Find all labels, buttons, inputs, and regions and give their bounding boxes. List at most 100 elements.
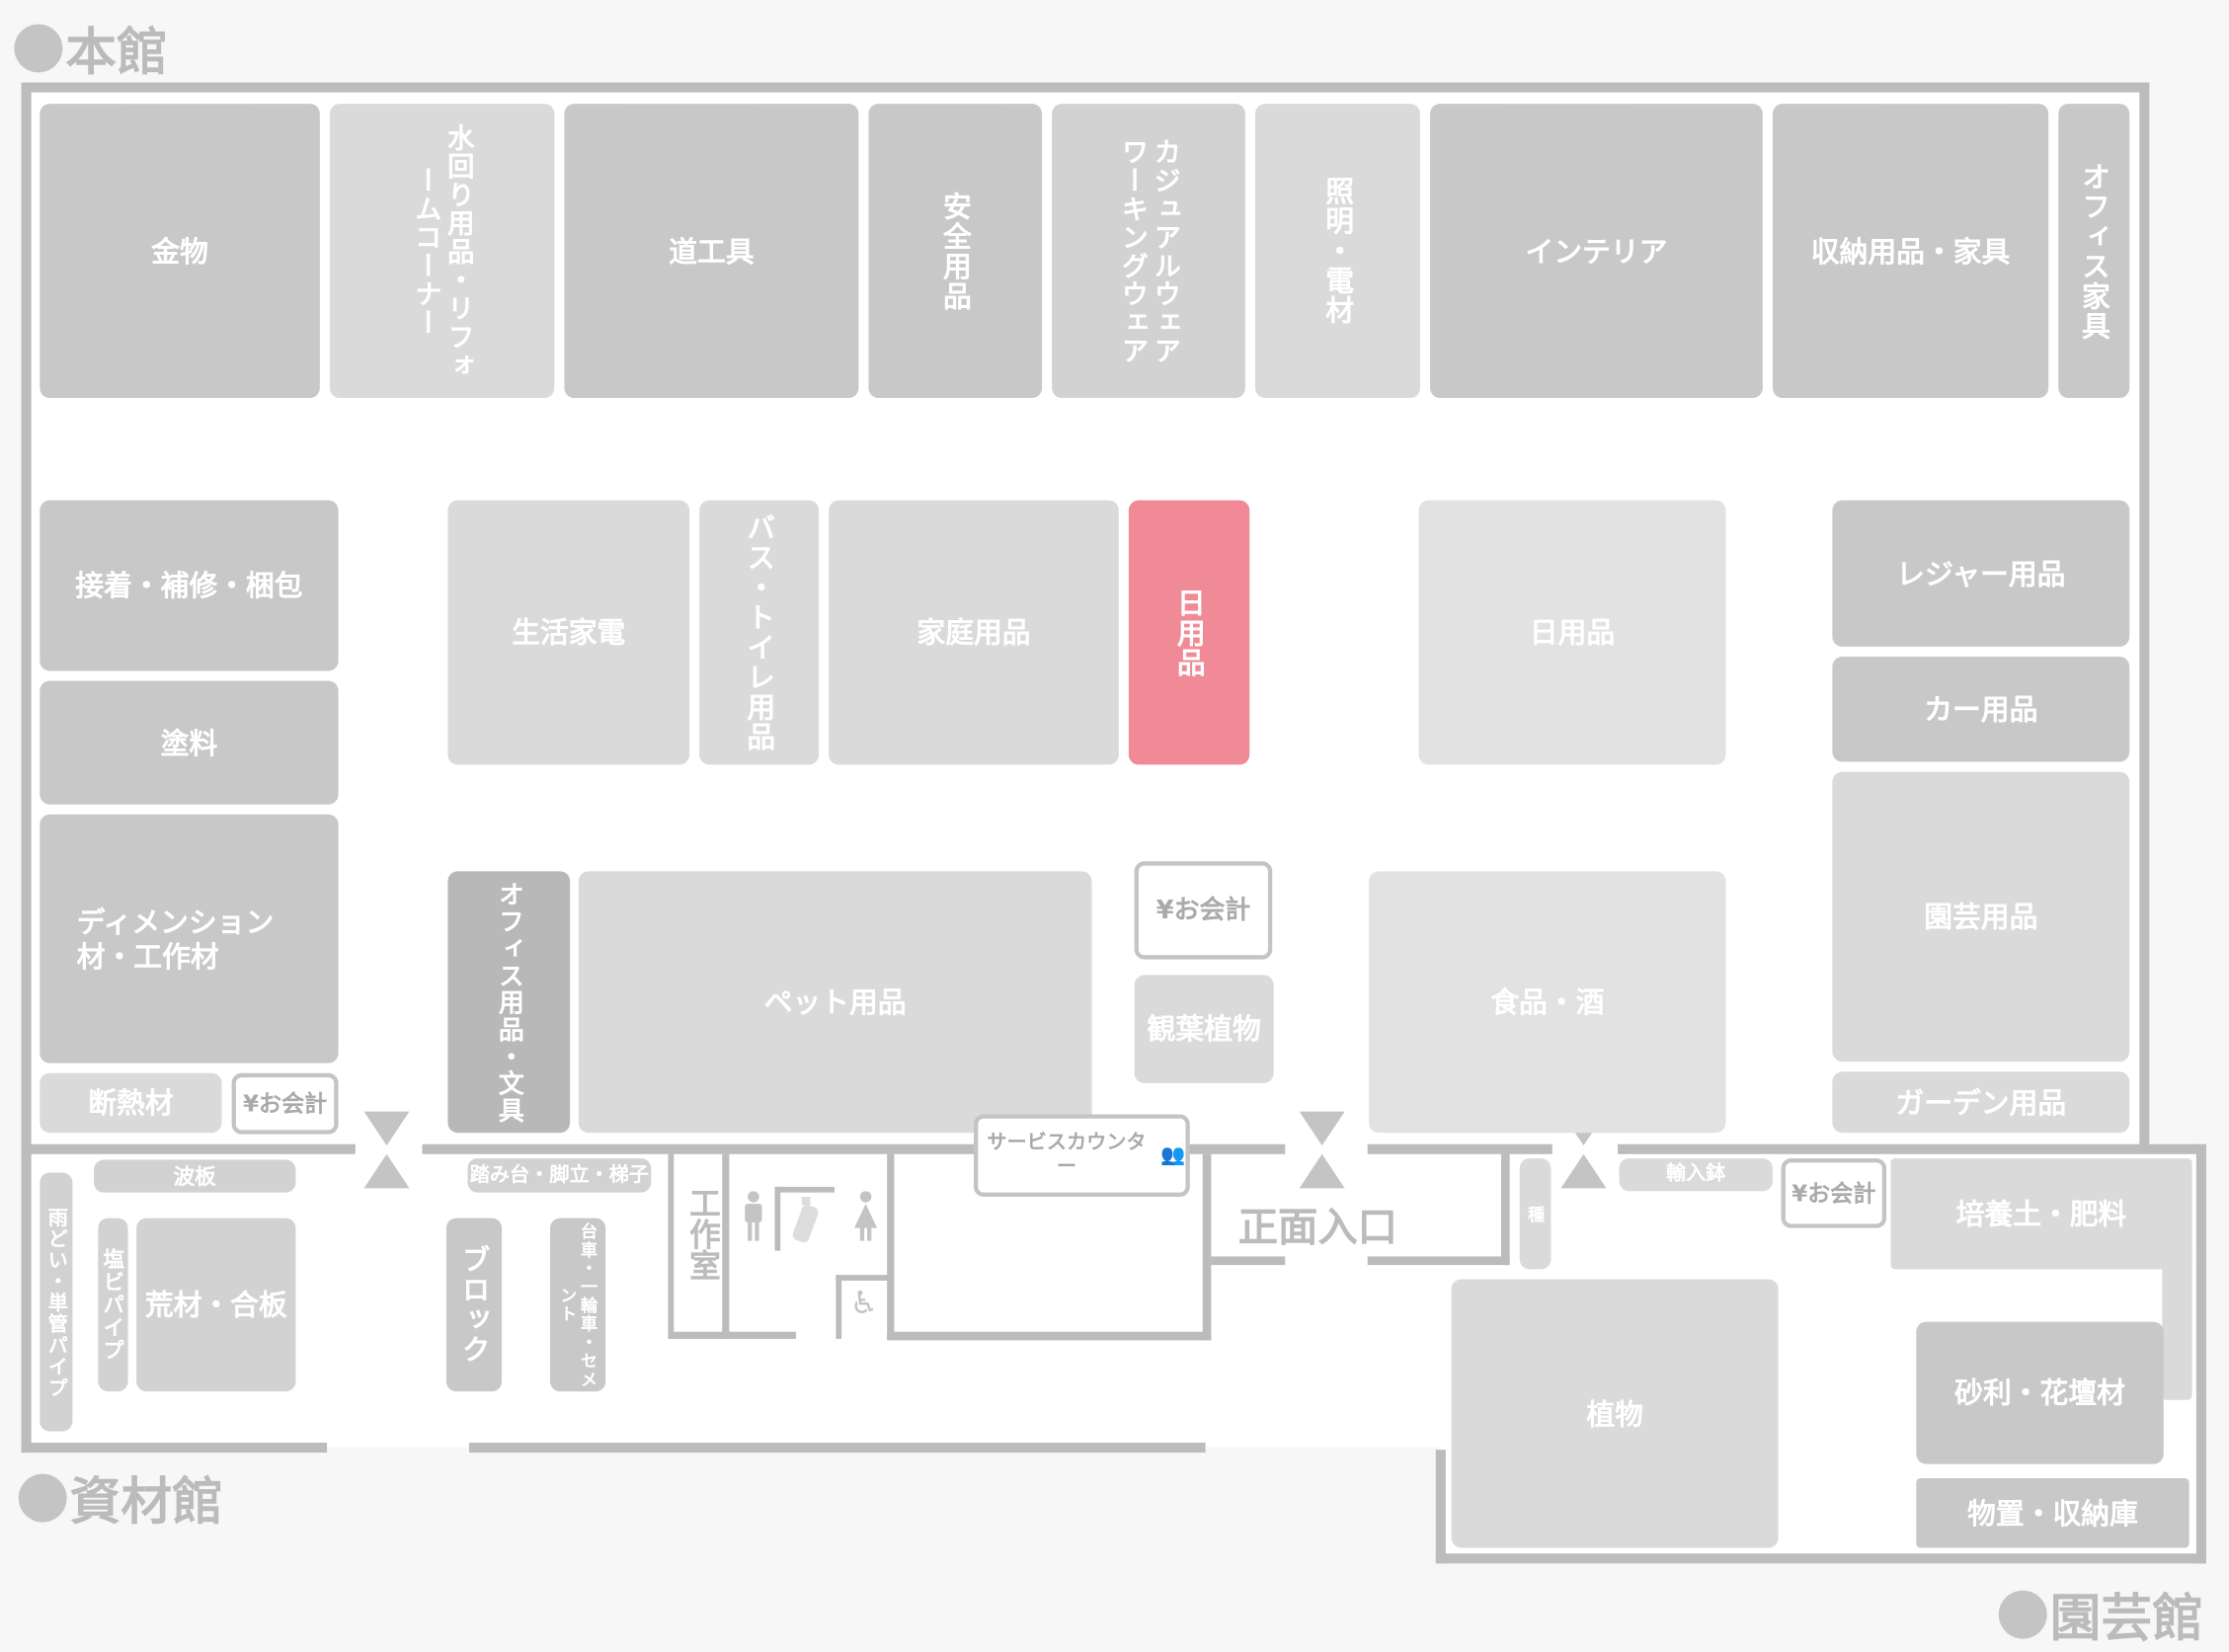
section-label: 水回り用品・リフォームコーナー <box>410 122 475 379</box>
section-foliage-plants[interactable]: 観葉植物 <box>1134 975 1274 1083</box>
section-label: ¥お会計 <box>243 1089 328 1118</box>
section-gravel[interactable]: 砂利・花壇材 <box>1916 1321 2164 1464</box>
section-label: 日用品 <box>1529 615 1616 650</box>
wall <box>1211 1256 1286 1266</box>
section-label: レジャー用品 <box>1896 556 2066 591</box>
section-daily-goods[interactable]: 日用品 <box>1418 500 1726 765</box>
entrance-arrow-up-icon <box>1560 1153 1607 1189</box>
wall <box>1501 1153 1510 1266</box>
section-label: ガーデン用品 <box>1895 1084 2067 1120</box>
section-safety[interactable]: 安全用品 <box>868 104 1043 399</box>
section-insulation[interactable]: 断熱材 <box>40 1072 222 1134</box>
section-label: 物置・収納庫 <box>1967 1495 2138 1531</box>
section-food-liquor[interactable]: 食品・酒 <box>1369 871 1726 1134</box>
section-label: 収納用品・家具 <box>1810 233 2011 269</box>
workshop-label: 工作室 <box>683 1186 720 1281</box>
wall <box>21 1143 356 1154</box>
section-label: オフィス家具 <box>2076 161 2111 341</box>
section-hardware[interactable]: 金物 <box>40 104 320 399</box>
section-label: 園芸用品 <box>1924 900 2038 934</box>
wall <box>722 1153 730 1339</box>
male-restroom-icon <box>745 1191 762 1241</box>
wall <box>836 1275 842 1339</box>
section-label: 砂利・花壇材 <box>1954 1376 2125 1410</box>
section-plants[interactable]: 植物 <box>1451 1279 1779 1548</box>
dot-icon <box>18 1473 67 1523</box>
section-ladders[interactable]: 踏み台・脚立・梯子 <box>467 1158 652 1193</box>
wall <box>668 1331 797 1339</box>
section-storage-furniture[interactable]: 収納用品・家具 <box>1772 104 2049 399</box>
section-lighting[interactable]: 照明・電材 <box>1254 104 1420 399</box>
section-seeds[interactable]: 種 <box>1519 1158 1552 1270</box>
section-office-furniture[interactable]: オフィス家具 <box>2058 104 2130 399</box>
section-label: 種 <box>1525 1204 1546 1223</box>
section-label: 日用品 <box>1171 588 1207 677</box>
section-pvc-pipe[interactable]: 塩ビパイプ <box>98 1218 128 1392</box>
checkout-counter[interactable]: ¥お会計 <box>1781 1158 1887 1228</box>
section-gardening[interactable]: 園芸用品 <box>1832 771 2130 1062</box>
section-tools[interactable]: 道工具 <box>564 104 859 399</box>
section-corrugated-sheet[interactable]: 波板 <box>94 1159 296 1193</box>
section-lumber-plywood[interactable]: 荒材・合板 <box>136 1218 296 1392</box>
section-home-appliances[interactable]: 生活家電 <box>447 500 690 765</box>
wheelchair-icon: ♿ <box>849 1286 879 1322</box>
section-plumbing-reform[interactable]: 水回り用品・リフォームコーナー <box>329 104 555 399</box>
wall <box>668 1153 675 1339</box>
female-restroom-icon <box>854 1191 878 1241</box>
section-soil-fertilizer[interactable]: 培養土・肥料 <box>1890 1158 2192 1270</box>
wall <box>469 1442 1206 1454</box>
baby-bottle-icon <box>792 1196 819 1243</box>
wall <box>1367 1256 1510 1266</box>
section-label: 踏み台・脚立・梯子 <box>469 1163 650 1187</box>
section-sheds[interactable]: 物置・収納庫 <box>1916 1477 2189 1548</box>
section-pet[interactable]: ペット用品 <box>578 871 1092 1134</box>
section-blocks[interactable]: ブロック <box>445 1218 503 1392</box>
section-leisure[interactable]: レジャー用品 <box>1832 500 2130 647</box>
section-workwear[interactable]: カジュアルウェア ワーキングウェア <box>1052 104 1245 399</box>
section-paint[interactable]: 塗料 <box>40 680 339 805</box>
section-label: ¥お会計 <box>1155 895 1251 925</box>
section-label: 雨どい・単管パイプ <box>44 1206 68 1398</box>
section-interior[interactable]: インテリア <box>1430 104 1763 399</box>
entrance-arrow-up-icon <box>1299 1153 1345 1189</box>
entrance-arrow-up-icon <box>363 1153 410 1189</box>
section-carts-cement[interactable]: 台車・一輪車・セメント <box>550 1218 606 1392</box>
entrance-arrow-down-icon <box>363 1111 410 1146</box>
section-office-supplies[interactable]: オフィス用品・文具 <box>447 871 571 1134</box>
section-label: 植物 <box>1586 1396 1643 1431</box>
section-label: 家庭用品 <box>916 615 1031 650</box>
section-label: ¥お会計 <box>1791 1179 1876 1207</box>
section-label: 接着・補修・梱包 <box>75 568 303 603</box>
section-household[interactable]: 家庭用品 <box>829 500 1119 765</box>
section-garden-goods[interactable]: ガーデン用品 <box>1832 1071 2130 1134</box>
section-car[interactable]: カー用品 <box>1832 657 2130 762</box>
wall <box>887 1153 895 1339</box>
wall <box>1435 1450 1446 1564</box>
section-label: カジュアルウェア ワーキングウェア <box>1117 136 1181 365</box>
section-label: ブロック <box>456 1244 492 1365</box>
section-imported-pots[interactable]: 輸入鉢 <box>1619 1158 1773 1192</box>
service-counter[interactable]: サービスカウンター👥 <box>973 1114 1190 1197</box>
section-label: 生活家電 <box>512 615 626 650</box>
dot-icon <box>1998 1590 2047 1639</box>
building-label-garden: 園芸館 <box>1998 1578 2203 1652</box>
wall <box>1618 1143 2206 1154</box>
section-label: 塩ビパイプ <box>100 1247 126 1362</box>
section-adhesives[interactable]: 接着・補修・梱包 <box>40 500 339 671</box>
checkout-counter[interactable]: ¥お会計 <box>231 1072 339 1135</box>
section-label: カー用品 <box>1924 691 2038 727</box>
wall <box>774 1186 781 1251</box>
building-label-materials: 資材館 <box>18 1461 223 1535</box>
wall <box>21 82 32 1454</box>
section-bath-toilet[interactable]: バス・トイレ用品 <box>699 500 820 765</box>
section-dimension-lumber[interactable]: ディメンション材・工作材 <box>40 814 339 1063</box>
section-label: インテリア <box>1525 233 1668 269</box>
checkout-counter[interactable]: ¥お会計 <box>1134 861 1273 960</box>
wall <box>422 1143 1286 1154</box>
section-daily-goods-highlighted[interactable]: 日用品 <box>1128 500 1250 765</box>
building-label-main: 本館 <box>14 12 168 86</box>
section-gutter-pipe[interactable]: 雨どい・単管パイプ <box>40 1172 73 1432</box>
section-label: 道工具 <box>669 233 755 269</box>
section-label: 食品・酒 <box>1490 984 1605 1020</box>
